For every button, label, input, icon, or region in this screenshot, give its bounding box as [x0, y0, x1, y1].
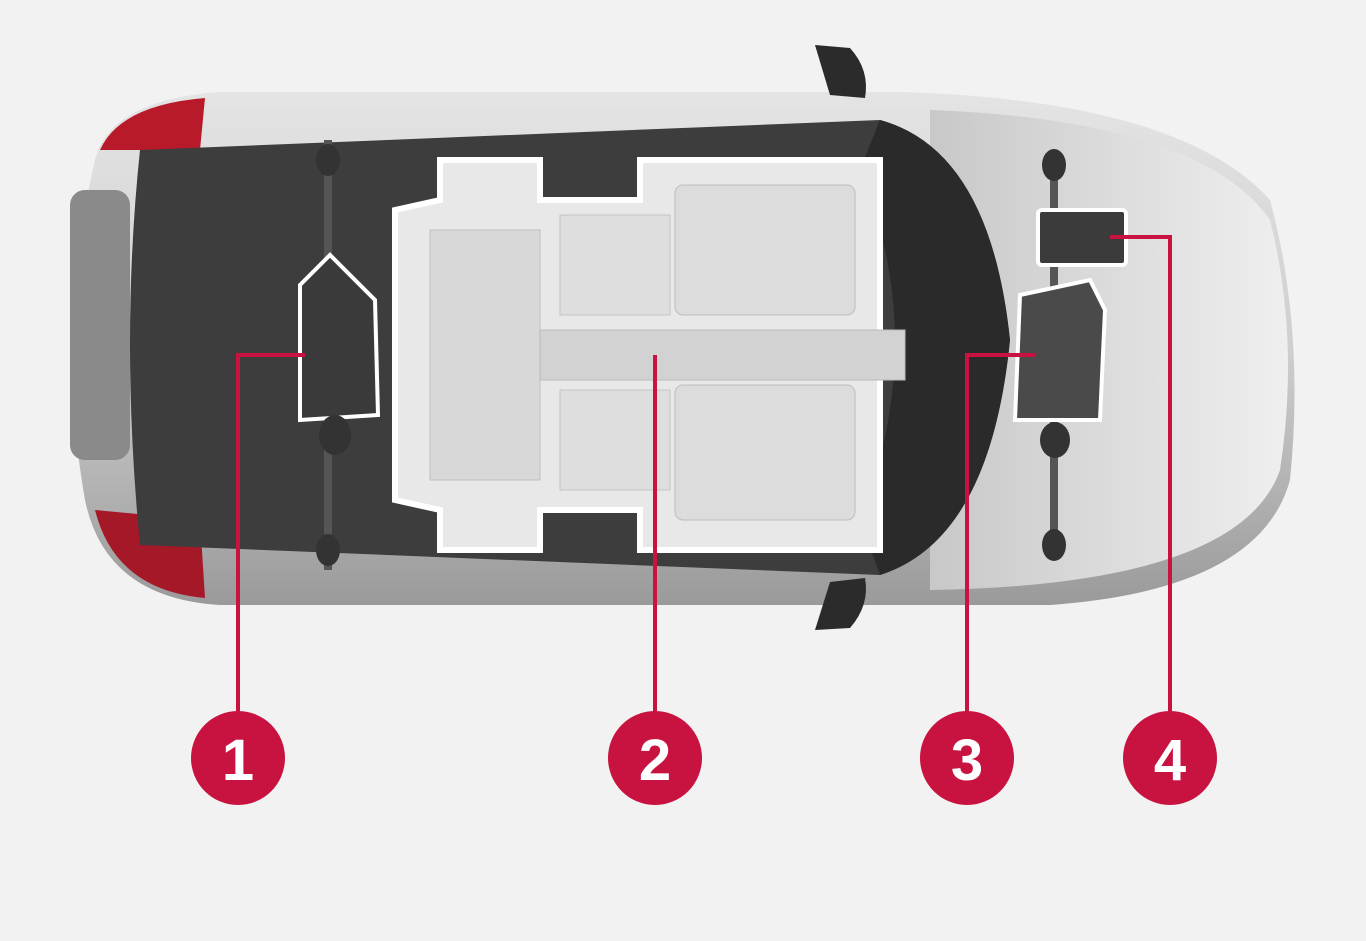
mirror-bottom	[815, 578, 866, 630]
callout-2: 2	[608, 711, 702, 805]
battery-pack	[392, 157, 906, 553]
front-electric-motor	[1012, 149, 1108, 561]
rear-light-left	[100, 98, 205, 150]
windshield	[860, 120, 1010, 575]
callout-lines	[236, 235, 1172, 712]
rear-electric-motor	[298, 140, 381, 570]
rear-window	[70, 190, 130, 460]
callout-4-number: 4	[1154, 728, 1186, 793]
callout-1-number: 1	[222, 728, 254, 793]
mirror-top	[815, 45, 866, 98]
callout-3: 3	[920, 711, 1014, 805]
callout-3-number: 3	[951, 728, 983, 793]
callout-1: 1	[191, 711, 285, 805]
callout-2-number: 2	[639, 728, 671, 793]
callout-4: 4	[1123, 711, 1217, 805]
